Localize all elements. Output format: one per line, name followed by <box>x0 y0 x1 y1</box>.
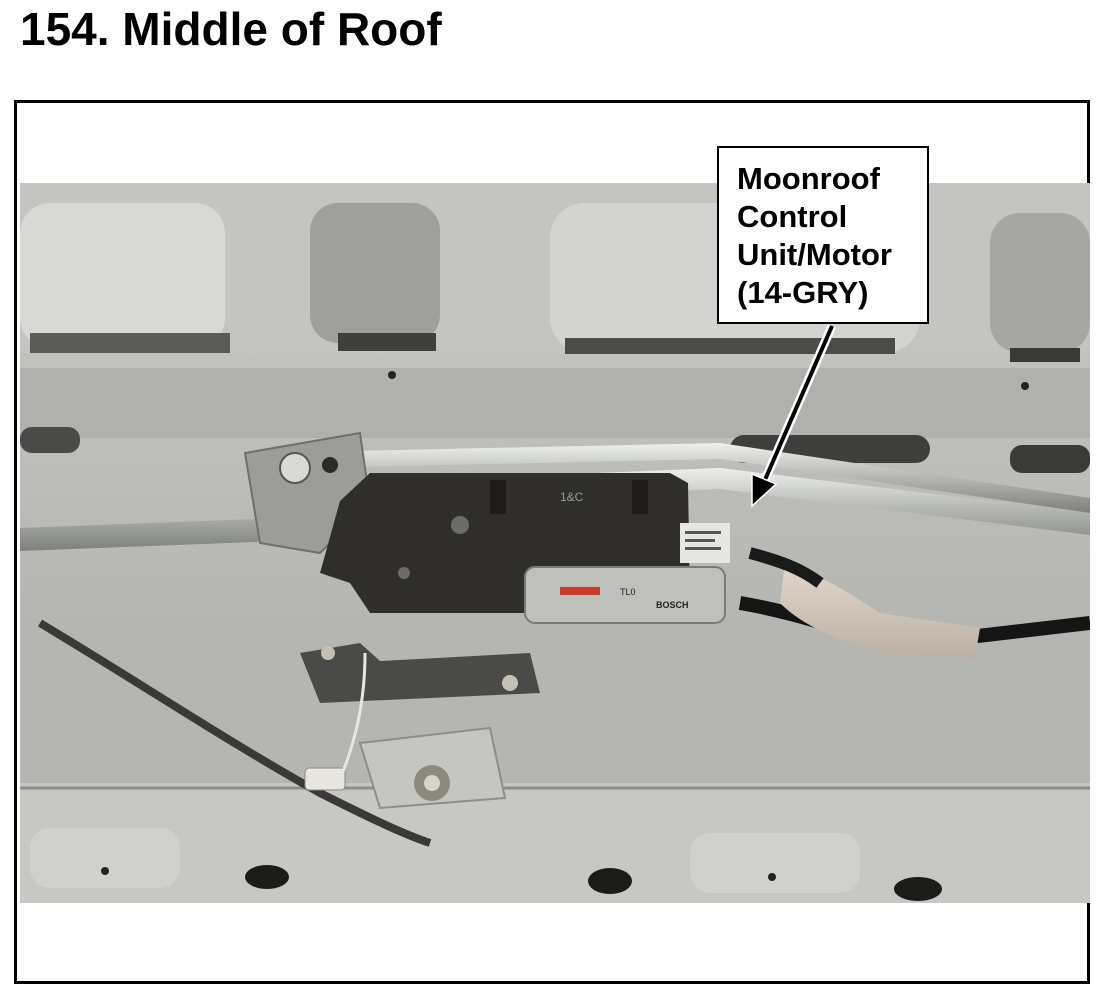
motor-brand-label: BOSCH <box>656 600 689 610</box>
unit-marking-label: 1&C <box>560 490 584 504</box>
page-title: 154. Middle of Roof <box>20 3 442 55</box>
motor-code-label: TL0 <box>620 587 636 597</box>
callout-label: Moonroof Control Unit/Motor (14-GRY) <box>737 161 892 310</box>
roof-photo: TL0 BOSCH 1&C <box>20 183 1090 903</box>
callout-box: Moonroof Control Unit/Motor (14-GRY) <box>717 146 929 324</box>
